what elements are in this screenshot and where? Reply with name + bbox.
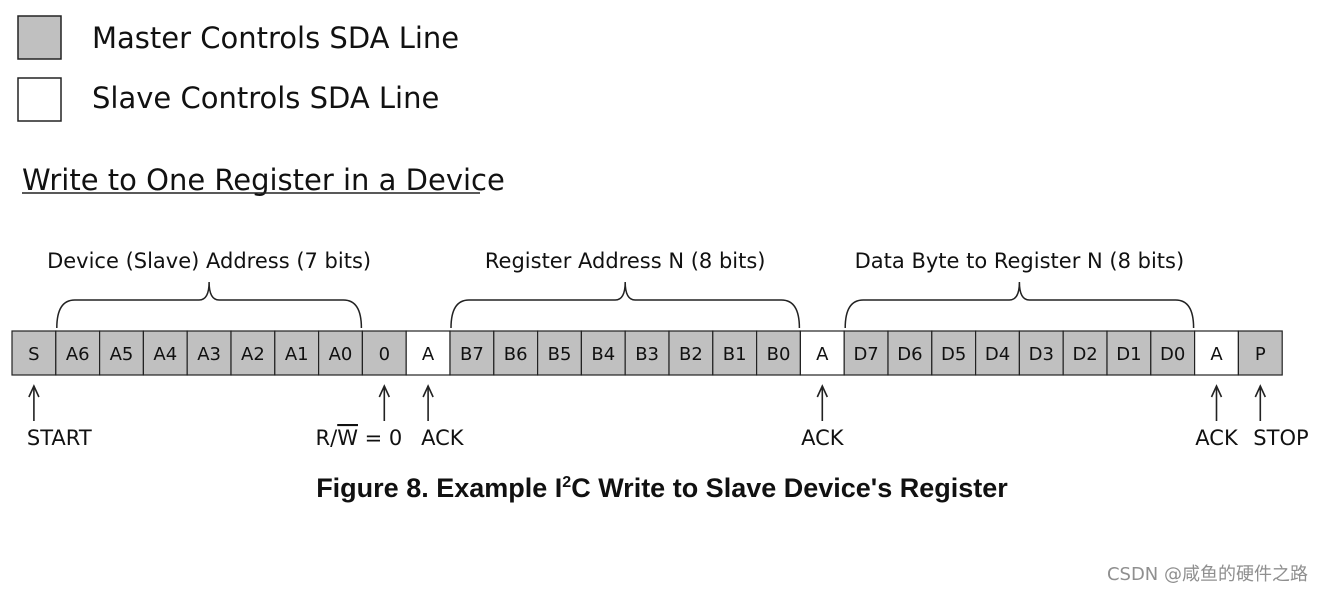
bit-label-3: A4 bbox=[153, 344, 177, 365]
bit-label-8: 0 bbox=[379, 344, 390, 365]
bit-label-16: B1 bbox=[723, 344, 747, 365]
bit-label-25: D1 bbox=[1116, 344, 1141, 365]
bit-cell-12 bbox=[536, 330, 582, 376]
caption-superscript: 2 bbox=[562, 474, 571, 491]
bit-cell-22 bbox=[974, 330, 1020, 376]
caption-prefix: Figure 8. Example I bbox=[316, 473, 562, 503]
bit-label-18: A bbox=[816, 344, 829, 365]
ack-2-arrow-head bbox=[816, 384, 829, 398]
section-title: Write to One Register in a Device bbox=[22, 163, 505, 197]
legend-slave-label: Slave Controls SDA Line bbox=[92, 81, 439, 115]
data-byte-bracket bbox=[844, 281, 1195, 329]
bit-label-4: A3 bbox=[197, 344, 221, 365]
bit-label-20: D6 bbox=[897, 344, 922, 365]
bit-label-15: B2 bbox=[679, 344, 703, 365]
bit-cell-17 bbox=[755, 330, 801, 376]
bit-label-2: A5 bbox=[110, 344, 134, 365]
caption-suffix: C Write to Slave Device's Register bbox=[571, 473, 1008, 503]
watermark-text: CSDN @咸鱼的硬件之路 bbox=[1107, 564, 1308, 585]
device-address-label: Device (Slave) Address (7 bits) bbox=[47, 249, 371, 273]
bit-label-26: D0 bbox=[1160, 344, 1185, 365]
bit-label-0: S bbox=[28, 344, 39, 365]
signal-markers: START R/W = 0 ACK ACK ACK STOP bbox=[27, 384, 1309, 450]
register-address-label: Register Address N (8 bits) bbox=[485, 249, 766, 273]
bracket-groups: Device (Slave) Address (7 bits) Register … bbox=[47, 249, 1195, 329]
bit-cell-9 bbox=[405, 330, 451, 376]
bit-cell-20 bbox=[887, 330, 933, 376]
bit-cell-8 bbox=[361, 330, 407, 376]
legend-master-swatch bbox=[17, 15, 62, 60]
bit-cell-10 bbox=[449, 330, 495, 376]
bit-cell-25 bbox=[1106, 330, 1152, 376]
register-address-bracket bbox=[450, 281, 801, 329]
start-arrow-head bbox=[28, 384, 40, 398]
bit-cell-16 bbox=[712, 330, 758, 376]
bit-label-24: D2 bbox=[1072, 344, 1097, 365]
bit-cell-2 bbox=[98, 330, 144, 376]
figure-caption: Figure 8. Example I2C Write to Slave Dev… bbox=[316, 473, 1008, 503]
ack-3-arrow-head bbox=[1210, 384, 1223, 398]
legend-master-label: Master Controls SDA Line bbox=[92, 21, 459, 55]
ack-3-label: ACK bbox=[1195, 426, 1239, 450]
bit-cell-28 bbox=[1237, 330, 1283, 376]
bit-label-9: A bbox=[422, 344, 435, 365]
bit-label-23: D3 bbox=[1029, 344, 1054, 365]
bit-label-14: B3 bbox=[635, 344, 659, 365]
bit-frame: S A6 A5 A4 A3 A2 A1 A0 0 A B7 B6 B5 B4 B3 B2 B1 B0 A D7 D6 D5… bbox=[11, 330, 1283, 376]
stop-arrow-head bbox=[1254, 384, 1267, 398]
rw-arrow-head bbox=[378, 384, 391, 398]
bit-label-27: A bbox=[1210, 344, 1223, 365]
stop-label: STOP bbox=[1253, 426, 1308, 450]
bit-cell-19 bbox=[843, 330, 889, 376]
bit-label-11: B6 bbox=[504, 344, 528, 365]
bit-label-28: P bbox=[1255, 344, 1266, 365]
bit-label-1: A6 bbox=[66, 344, 90, 365]
bit-label-22: D4 bbox=[985, 344, 1010, 365]
bit-cell-27 bbox=[1193, 330, 1239, 376]
ack-1-arrow-head bbox=[422, 384, 434, 398]
data-byte-label: Data Byte to Register N (8 bits) bbox=[855, 249, 1185, 273]
bit-cell-14 bbox=[624, 330, 670, 376]
bit-label-13: B4 bbox=[591, 344, 615, 365]
legend: Master Controls SDA Line Slave Controls … bbox=[17, 15, 459, 122]
start-label: START bbox=[27, 426, 92, 450]
bit-label-10: B7 bbox=[460, 344, 484, 365]
bit-cell-1 bbox=[55, 330, 101, 376]
bit-label-6: A1 bbox=[285, 344, 309, 365]
ack-1-label: ACK bbox=[421, 426, 465, 450]
bit-cell-13 bbox=[580, 330, 626, 376]
bit-label-12: B5 bbox=[548, 344, 572, 365]
bit-cell-15 bbox=[668, 330, 714, 376]
bit-label-7: A0 bbox=[329, 344, 353, 365]
bit-cell-18 bbox=[799, 330, 845, 376]
bit-label-21: D5 bbox=[941, 344, 966, 365]
ack-2-label: ACK bbox=[801, 426, 845, 450]
bit-label-17: B0 bbox=[767, 344, 791, 365]
device-address-bracket bbox=[56, 281, 363, 329]
bit-label-19: D7 bbox=[853, 344, 878, 365]
bit-cell-23 bbox=[1018, 330, 1064, 376]
bit-cell-26 bbox=[1150, 330, 1196, 376]
bit-label-5: A2 bbox=[241, 344, 265, 365]
legend-slave-swatch bbox=[17, 77, 62, 122]
rw-label: R/W = 0 bbox=[316, 426, 403, 450]
